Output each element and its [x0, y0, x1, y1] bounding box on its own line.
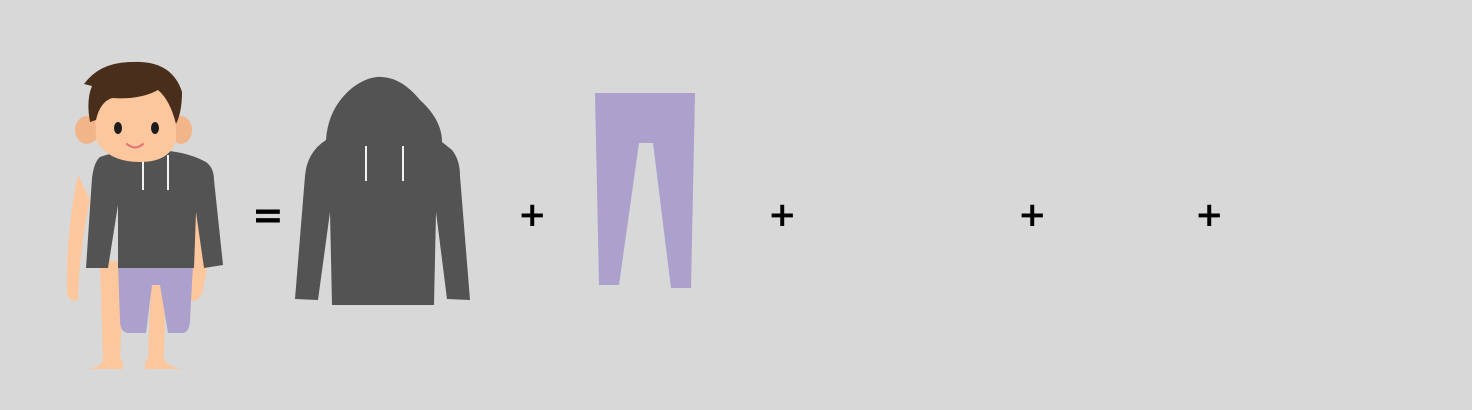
left-eye	[114, 122, 122, 134]
empty-item-slot[interactable]	[845, 95, 995, 315]
plus-sign: +	[768, 195, 797, 235]
equals-sign: =	[252, 193, 284, 237]
left-ear	[75, 116, 99, 144]
plus-sign: +	[1018, 195, 1047, 235]
left-leg	[86, 260, 124, 369]
smile	[126, 143, 144, 149]
hair	[84, 61, 182, 124]
right-eye	[151, 122, 159, 134]
right-leg	[144, 260, 184, 369]
empty-item-slot[interactable]	[1240, 95, 1440, 315]
pants-icon[interactable]	[0, 0, 720, 400]
empty-item-slot[interactable]	[1062, 95, 1172, 315]
plus-sign: +	[1195, 195, 1224, 235]
hoodie-icon[interactable]	[0, 0, 480, 400]
character-pants	[118, 265, 193, 333]
plus-sign: +	[518, 195, 547, 235]
character-avatar	[66, 61, 223, 369]
left-arm	[66, 175, 90, 301]
character-hoodie	[86, 149, 223, 268]
